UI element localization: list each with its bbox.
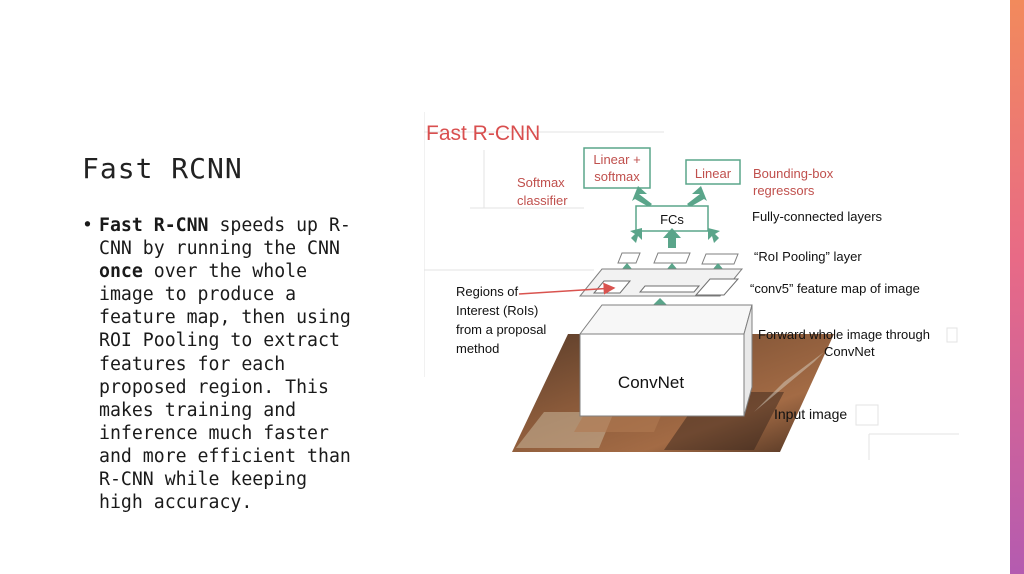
rois-label-line-2: Interest (RoIs) [456,303,538,318]
roi-pooling-label: “RoI Pooling” layer [754,249,862,264]
pool-to-fc-arrows [630,228,720,248]
rois-label-line-1: Regions of [456,284,519,299]
input-image-label: Input image [774,406,847,422]
fcs-box-label: FCs [660,212,684,227]
convnet-box-label: ConvNet [618,373,684,392]
pooled-tile [617,252,641,264]
bullet-marker: • [82,215,93,236]
linear-softmax-box [583,147,651,189]
fc-layers-label: Fully-connected layers [752,209,883,224]
frame-line [946,327,958,343]
rois-label-line-4: method [456,341,499,356]
linear-softmax-line-1: Linear + [593,152,640,167]
pool-arrow-right [708,228,720,243]
convnet-side-face [743,304,753,417]
roi-projection [638,285,701,293]
frame-line [855,404,879,426]
fcs-box [635,205,709,232]
convnet-top-face [578,304,753,335]
bullet-list: • Fast R-CNN speeds up R-CNN by running t… [80,214,355,514]
softmax-classifier-line-2: classifier [517,193,568,208]
linear-box [685,159,741,185]
bullet-text-2: over the whole image to produce a featur… [99,261,351,514]
roi-arrow [518,282,616,295]
accent-bar [1010,0,1024,574]
bbox-regressors-line-2: regressors [753,183,815,198]
roi-projections [592,278,740,296]
roi-pooled-tiles [617,252,739,265]
roi-projection [694,278,740,296]
fc-output-arrows [632,186,707,207]
slide-title: Fast RCNN [82,152,243,185]
diagram-svg: Fast R-CNN Linear + softmax Linear Softm… [424,112,959,460]
figure-heading: Fast R-CNN [426,122,540,145]
bbox-regressors-line-1: Bounding-box [753,166,834,181]
fast-rcnn-diagram: Fast R-CNN Linear + softmax Linear Softm… [424,112,964,464]
softmax-classifier-line-1: Softmax [517,175,565,190]
bullet-item: • Fast R-CNN speeds up R-CNN by running t… [80,214,355,514]
bold-once: once [99,261,143,283]
forward-label-line-1: Forward whole image through [758,327,930,342]
bold-term: Fast R-CNN [99,215,209,236]
rois-label-line-3: from a proposal [456,322,546,337]
conv5-label: “conv5” feature map of image [750,281,920,296]
pool-arrow-left [630,228,642,243]
bullet-text-1: speeds up R-CNN by running the CNN [99,215,351,260]
up-right-arrow [687,186,707,207]
pool-arrow-mid [663,228,681,248]
up-left-arrow [632,186,652,207]
pooled-tile [701,253,739,265]
pooled-tile [653,252,691,264]
linear-softmax-line-2: softmax [594,169,640,184]
forward-label-line-2: ConvNet [824,344,875,359]
linear-box-label: Linear [695,166,732,181]
